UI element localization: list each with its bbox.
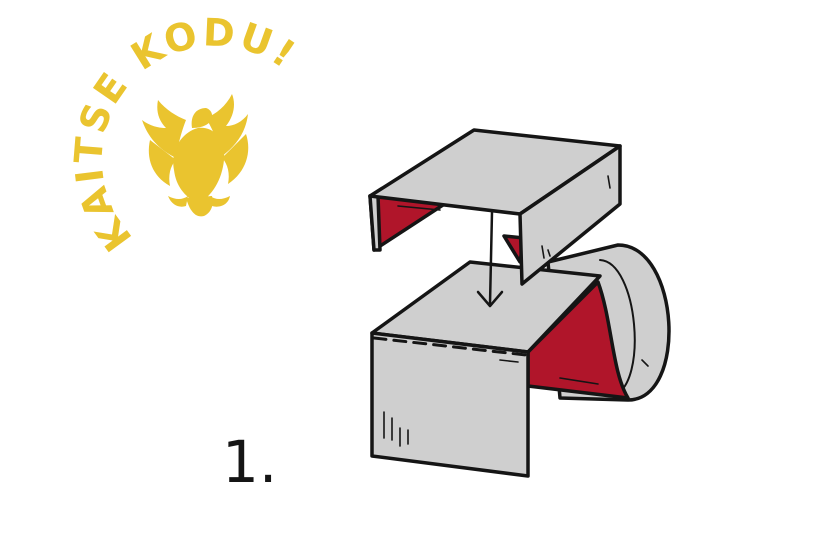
shading-hatch [383,175,649,447]
step-number: 1. [222,428,277,496]
eagle-icon [142,94,249,217]
fold-direction-arrow-icon [476,210,504,308]
kaitse-kodu-logo: KAITSE KODU! [66,10,302,259]
top-piece-left-flap [368,194,382,252]
top-piece-right-flap [518,144,622,286]
bottom-piece-front-face [370,331,530,478]
fold-diagram [368,128,671,478]
fold-line-dashed [372,336,528,357]
bottom-piece-inside [526,280,630,400]
